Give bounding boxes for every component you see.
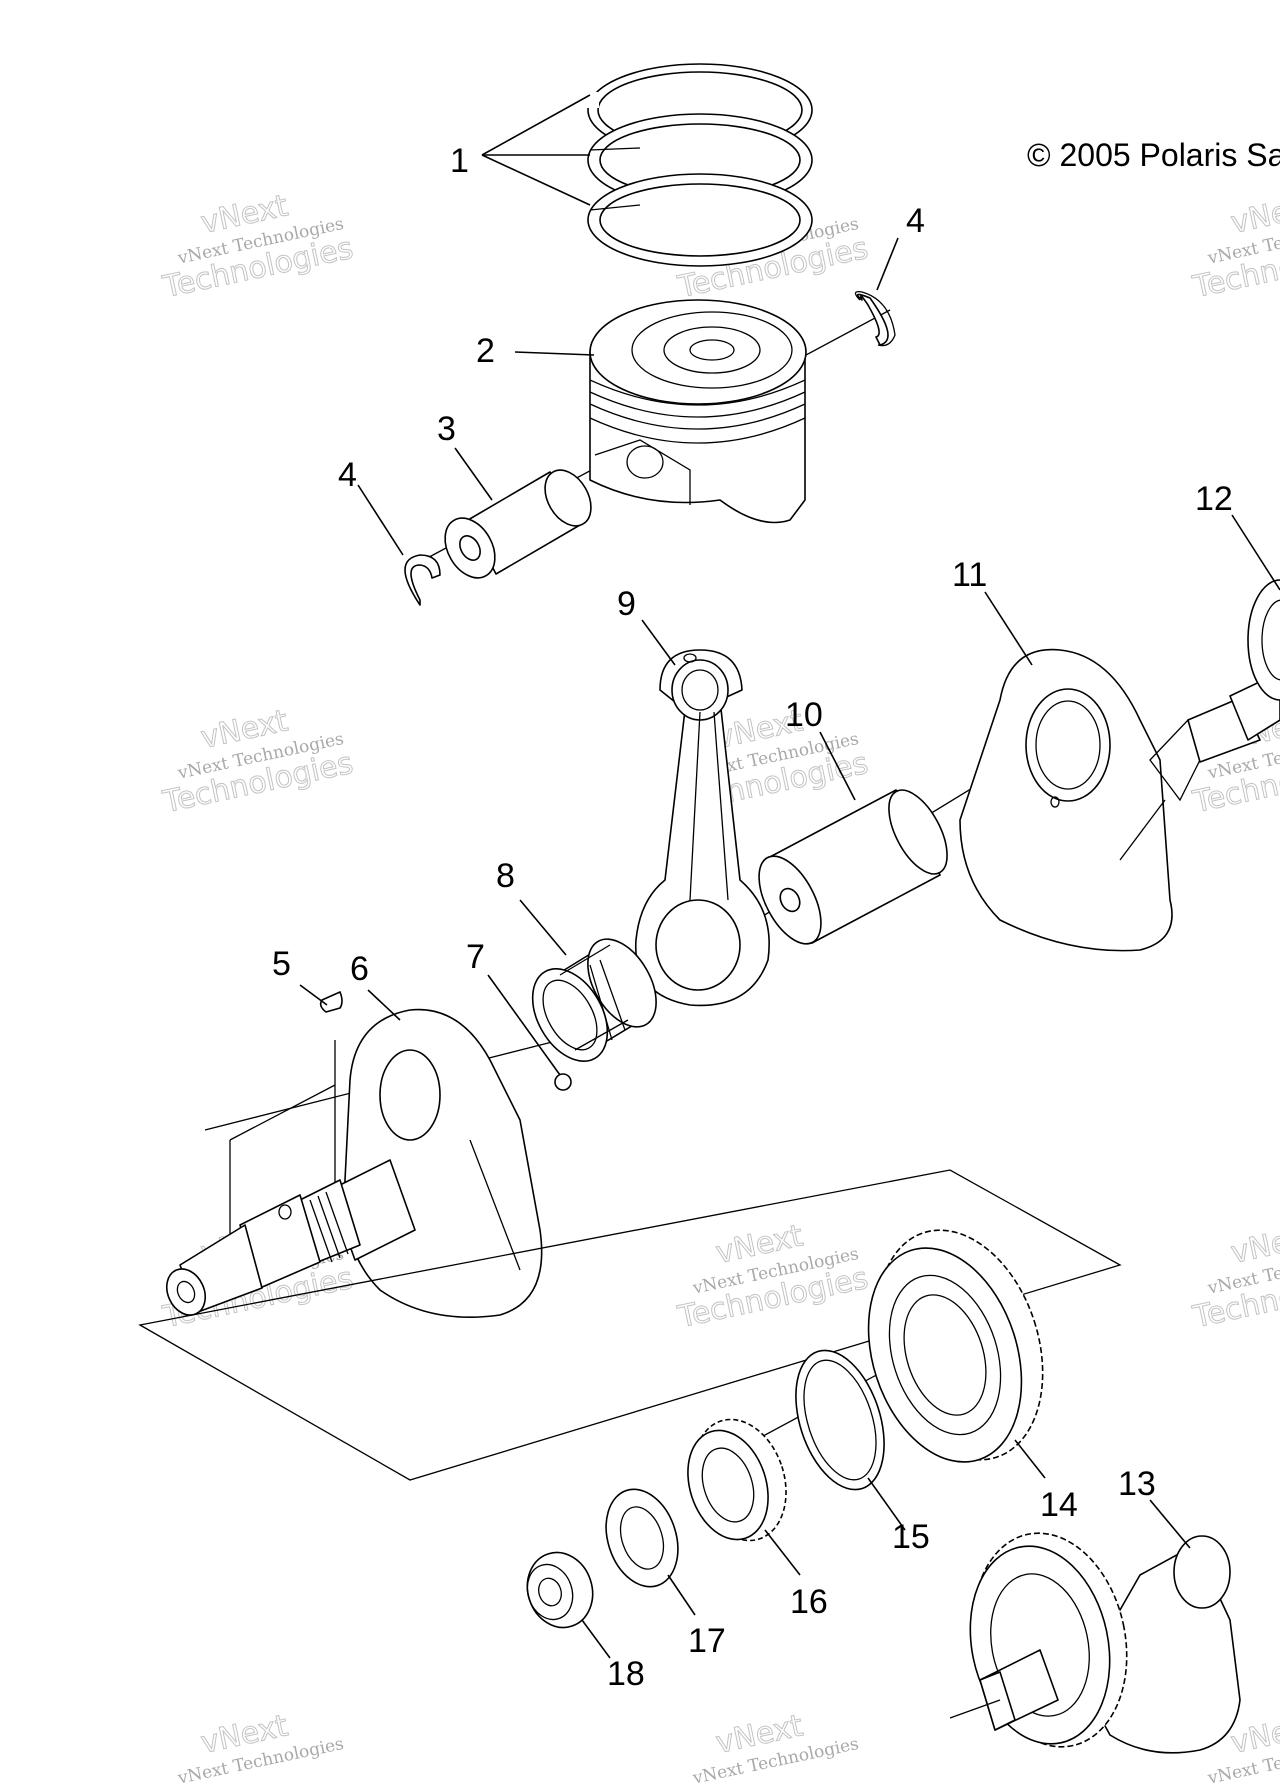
piston-rings [585,63,813,267]
watermark-tile: vNext vNext Technologies Technologies [159,703,357,821]
gear-large [867,1229,1044,1463]
thrust-washer [795,1349,885,1491]
lock-washer [605,1488,679,1588]
needle-bearing [531,938,657,1062]
callout-1: 1 [450,142,469,180]
crank-half-right [959,648,1280,952]
callout-11: 11 [952,556,987,594]
callout-7: 7 [466,938,485,976]
copyright-notice: © 2005 Polaris Sa [1027,137,1280,173]
callout-17: 17 [688,1622,726,1660]
key [319,991,343,1013]
nut [526,1551,594,1629]
callout-labels: 1 2 3 4 4 5 6 7 8 9 10 11 12 13 14 15 16… [272,142,1233,1693]
callout-4-left: 4 [338,456,357,494]
gear-small [687,1418,787,1542]
callout-4-right: 4 [906,202,925,240]
crank-pin [758,789,948,945]
callout-10: 10 [785,696,823,734]
watermark-tile: vNext vNext Technologies Technologies [1189,188,1280,306]
callout-9: 9 [617,585,636,623]
watermark-tile: vNext vNext Technologies Technologies [1189,1218,1280,1336]
svg-text:vNext: vNext [1228,188,1280,241]
piston [589,299,807,524]
bearing-12 [1247,579,1280,701]
callout-5: 5 [272,945,291,983]
leader-lines [299,94,1280,1659]
crank-half-left [165,1008,543,1318]
callout-15: 15 [892,1518,930,1556]
reference-box [138,1169,1122,1481]
callout-14: 14 [1040,1486,1078,1524]
balance-shaft [949,1532,1241,1754]
piston-pin [444,469,592,579]
watermark-tile: vNext vNext Technologies [175,1708,345,1789]
callout-18: 18 [607,1655,645,1693]
ball [554,1073,572,1091]
callout-3: 3 [437,410,456,448]
watermark-tile: vNext vNext Technologies Technologies [674,1218,872,1336]
callout-13: 13 [1118,1465,1156,1503]
circlip-right [854,291,896,347]
watermark-tile: vNext vNext Technologies Technologies [159,188,357,306]
svg-text:vNext: vNext [1228,1218,1280,1271]
connecting-rod [634,649,770,1007]
callout-8: 8 [496,857,515,895]
callout-12: 12 [1195,480,1233,518]
callout-6: 6 [350,950,369,988]
callout-2: 2 [476,332,495,370]
circlip-left [404,554,441,606]
watermark-tile: vNext vNext Technologies [690,1708,860,1789]
callout-16: 16 [790,1583,828,1621]
